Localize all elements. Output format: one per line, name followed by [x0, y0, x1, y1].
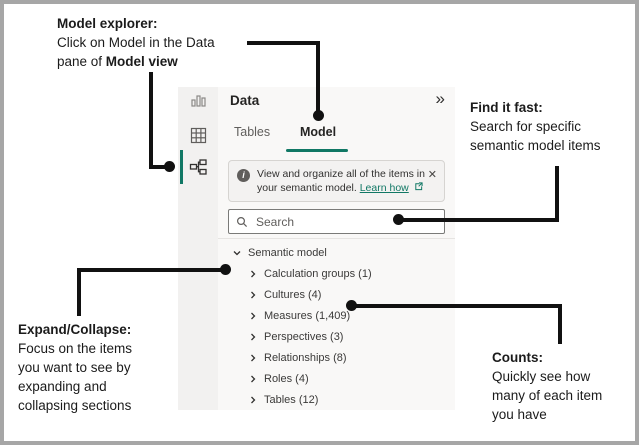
search-icon — [236, 216, 248, 228]
model-view-icon — [189, 158, 207, 175]
connector-model-tab-vertical — [316, 41, 320, 115]
tree-item-label: Semantic model — [248, 246, 327, 259]
tree-item-label: Cultures (4) — [264, 288, 322, 301]
tab-tables[interactable]: Tables — [234, 125, 271, 139]
chevron-right-icon[interactable] — [248, 332, 258, 342]
tree-item-measures[interactable]: Measures (1,409) — [218, 305, 485, 326]
annotation-expand-collapse: Expand/Collapse: Focus on the items you … — [18, 320, 132, 415]
model-view-button[interactable] — [188, 157, 208, 177]
annotation-model-explorer-title: Model explorer: — [57, 16, 158, 31]
annotation-expand-collapse-line3: expanding and — [18, 379, 107, 394]
tree-item-label: Roles (4) — [264, 372, 309, 385]
connector-expand-dot — [220, 264, 231, 275]
connector-model-view-vertical — [149, 72, 153, 169]
report-view-button[interactable] — [188, 90, 208, 110]
tree-item-label: Relationships (8) — [264, 351, 347, 364]
connector-counts-vertical — [558, 304, 562, 344]
data-pane-title: Data — [230, 93, 260, 108]
annotation-counts-line3: you have — [492, 407, 547, 422]
annotation-find-it-fast-title: Find it fast: — [470, 100, 543, 115]
tree-item-label: Perspectives (3) — [264, 330, 344, 343]
connector-model-view-horizontal — [149, 165, 168, 169]
connector-model-view-dot — [164, 161, 175, 172]
tree-item-cultures[interactable]: Cultures (4) — [218, 284, 485, 305]
chevron-right-icon[interactable] — [248, 269, 258, 279]
connector-expand-vertical — [77, 268, 81, 316]
chevron-right-icon[interactable] — [248, 374, 258, 384]
annotation-expand-collapse-title: Expand/Collapse: — [18, 322, 132, 337]
info-banner: i View and organize all of the items in … — [228, 160, 445, 202]
chevron-down-icon[interactable] — [232, 248, 242, 258]
connector-search-horizontal — [402, 218, 559, 222]
annotation-model-explorer: Model explorer: Click on Model in the Da… — [57, 14, 215, 71]
search-input[interactable] — [254, 213, 408, 230]
tree-item-label: Tables (12) — [264, 393, 319, 406]
tree-item-label: Calculation groups (1) — [264, 267, 372, 280]
annotation-find-it-fast-line1: Search for specific — [470, 119, 582, 134]
annotation-counts: Counts: Quickly see how many of each ite… — [492, 348, 602, 424]
annotation-expand-collapse-line1: Focus on the items — [18, 341, 133, 356]
learn-how-link[interactable]: Learn how — [359, 182, 409, 194]
bar-chart-icon — [190, 94, 206, 107]
chevron-right-icon[interactable] — [248, 353, 258, 363]
tree-item-relationships[interactable]: Relationships (8) — [218, 347, 485, 368]
tree-item-tables[interactable]: Tables (12) — [218, 389, 485, 410]
table-view-button[interactable] — [188, 125, 208, 145]
external-link-icon — [414, 182, 423, 191]
tree-item-semantic-model[interactable]: Semantic model — [218, 242, 469, 263]
data-pane: Data » Tables Model i View and organize … — [218, 87, 455, 410]
chevron-right-icon[interactable] — [248, 311, 258, 321]
table-grid-icon — [190, 127, 206, 143]
annotation-counts-line2: many of each item — [492, 388, 603, 403]
info-icon: i — [237, 169, 250, 182]
view-switcher-sidebar — [178, 87, 218, 410]
annotation-counts-line1: Quickly see how — [492, 369, 591, 384]
connector-search-dot — [393, 214, 404, 225]
chevron-right-icon[interactable] — [248, 290, 258, 300]
chevron-right-icon[interactable] — [248, 395, 258, 405]
annotation-expand-collapse-line2: you want to see by — [18, 360, 131, 375]
active-tab-underline — [286, 149, 348, 152]
banner-close-button[interactable]: ✕ — [427, 169, 437, 181]
connector-model-tab-dot — [313, 110, 324, 121]
tree-item-roles[interactable]: Roles (4) — [218, 368, 485, 389]
tree-item-label: Measures (1,409) — [264, 309, 351, 322]
connector-counts-dot — [346, 300, 357, 311]
model-view-selection-indicator — [180, 150, 183, 184]
connector-search-vertical — [555, 166, 559, 222]
tree-divider — [218, 238, 455, 239]
tab-model[interactable]: Model — [300, 125, 337, 139]
tree-item-perspectives[interactable]: Perspectives (3) — [218, 326, 485, 347]
connector-model-tab-horizontal — [247, 41, 320, 45]
search-box — [228, 209, 445, 234]
tree-item-calculation-groups[interactable]: Calculation groups (1) — [218, 263, 485, 284]
info-banner-text: View and organize all of the items in yo… — [257, 168, 425, 194]
connector-expand-horizontal — [77, 268, 224, 272]
collapse-pane-button[interactable]: » — [435, 89, 445, 108]
annotation-find-it-fast: Find it fast: Search for specific semant… — [470, 98, 601, 155]
annotation-model-explorer-line1: Click on Model in the Data — [57, 35, 215, 50]
connector-counts-horizontal — [352, 304, 562, 308]
annotation-counts-title: Counts: — [492, 350, 543, 365]
annotation-find-it-fast-line2: semantic model items — [470, 138, 601, 153]
annotation-model-explorer-line2: pane of Model view — [57, 54, 178, 69]
annotation-expand-collapse-line4: collapsing sections — [18, 398, 132, 413]
